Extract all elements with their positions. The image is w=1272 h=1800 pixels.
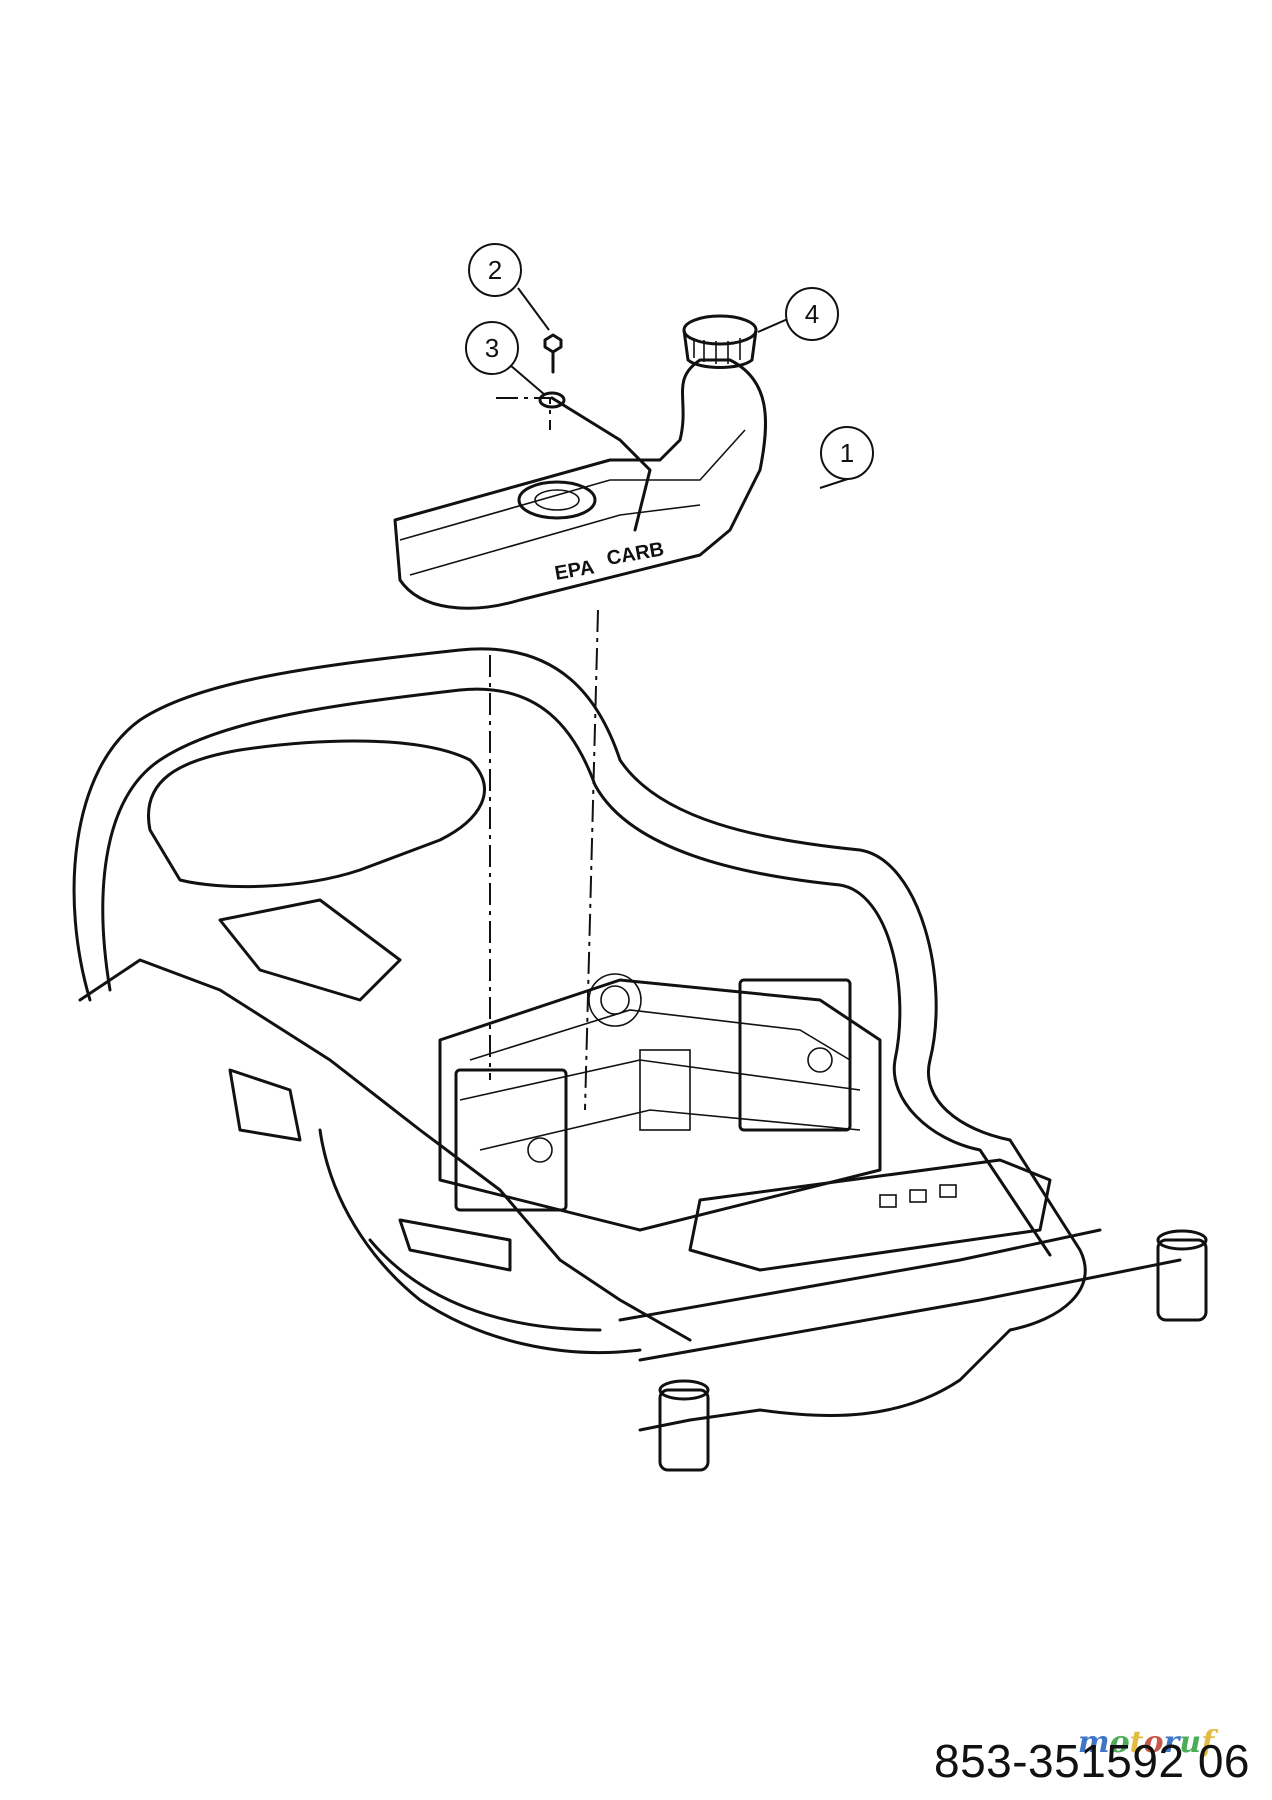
callout-1: 1	[819, 426, 874, 489]
callout-number: 4	[805, 299, 819, 329]
fuel-tank: EPA CARB	[393, 358, 768, 610]
chassis-frame	[72, 647, 1208, 1472]
watermark-logo: motoruf	[1077, 1725, 1214, 1760]
tank-label-left: EPA	[553, 556, 596, 585]
clip	[538, 391, 566, 409]
callout-circle	[465, 321, 519, 375]
alignment-lines	[489, 397, 599, 1111]
callout-circle	[820, 426, 874, 480]
callout-circle	[468, 243, 522, 297]
callout-2: 2	[468, 243, 550, 331]
fuel-cap	[682, 314, 758, 369]
callout-circle	[785, 287, 839, 341]
callout-number: 3	[485, 333, 499, 363]
drawing-number: 853-351592 06	[933, 1735, 1250, 1787]
callout-4: 4	[757, 287, 839, 341]
callout-number: 2	[488, 255, 502, 285]
callout-number: 1	[840, 438, 854, 468]
callout-3: 3	[465, 321, 546, 396]
screw	[543, 333, 563, 374]
